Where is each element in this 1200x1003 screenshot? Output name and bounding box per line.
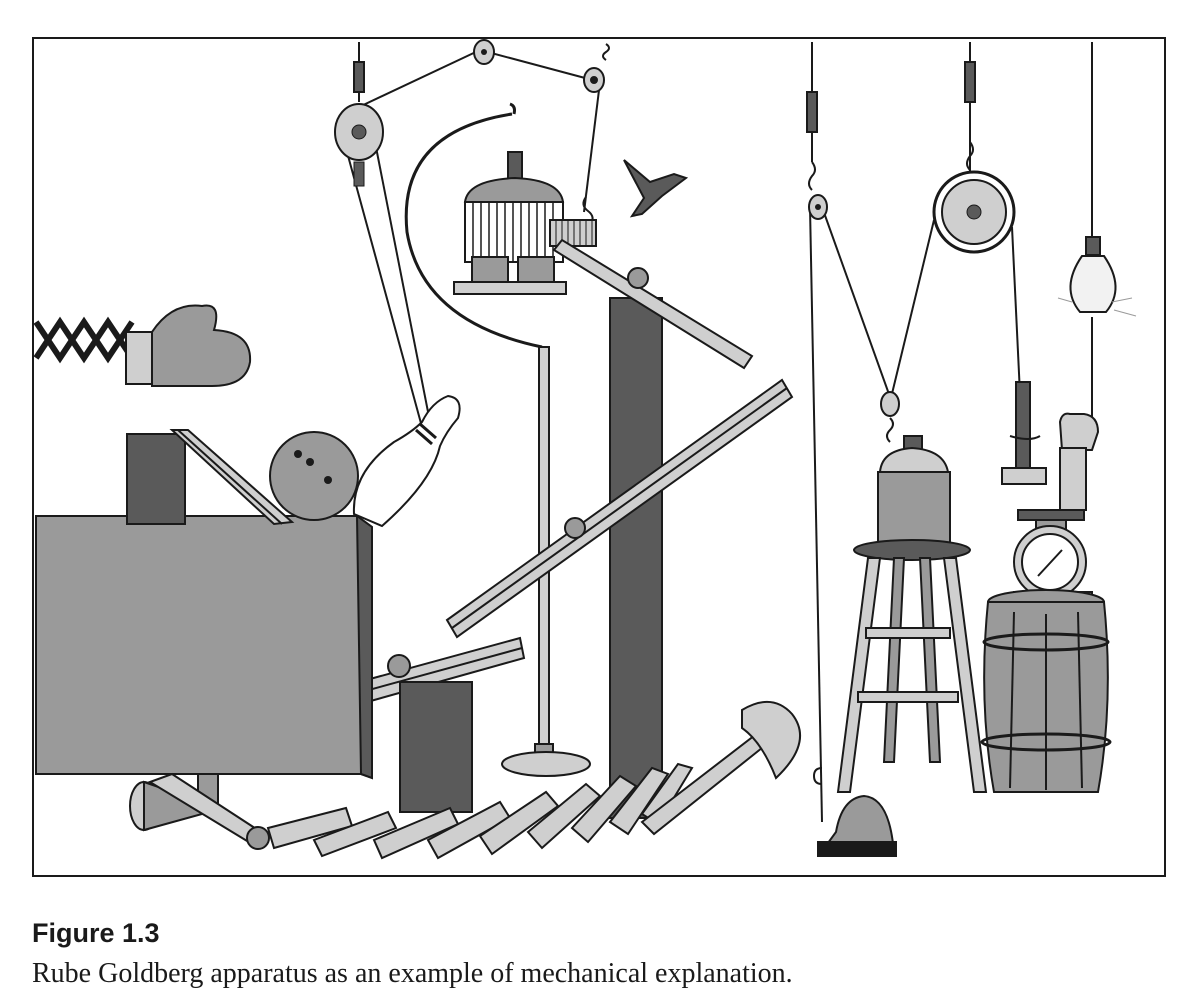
- mechanical-hand: [1058, 412, 1100, 511]
- tilted-board: [552, 238, 754, 370]
- tall-post: [609, 297, 663, 819]
- bird-cage: [453, 151, 597, 295]
- pulley-wheel-left: [334, 103, 384, 187]
- axe: [640, 701, 801, 836]
- upper-ball-track: [445, 378, 794, 639]
- light-bulb: [1057, 236, 1137, 317]
- left-pulley-system: [346, 42, 601, 428]
- boxing-glove: [125, 304, 252, 387]
- figure-illustration: [32, 37, 1166, 877]
- barrel: [980, 589, 1112, 793]
- bowling-pin: [352, 394, 461, 528]
- figure-caption: Rube Goldberg apparatus as an example of…: [32, 958, 793, 989]
- dominoes: [266, 762, 694, 860]
- pulley-hook-top-right: [582, 43, 610, 226]
- scissor-arm: [34, 316, 135, 364]
- stool: [836, 539, 988, 793]
- jug: [877, 435, 951, 549]
- pulley-wheel-top: [473, 39, 495, 65]
- pulley-wheel-large: [932, 170, 1016, 254]
- funnel: [129, 772, 270, 850]
- pulley-wheel-jug: [880, 391, 900, 443]
- bowling-ball: [269, 431, 359, 521]
- middle-pulley-system: [806, 42, 1093, 823]
- pulley-wheel-small: [808, 194, 828, 220]
- hammer: [1001, 381, 1047, 485]
- table: [35, 514, 473, 813]
- cage-stand: [404, 102, 543, 349]
- figure-label: Figure 1.3: [32, 918, 160, 948]
- ramp-block: [126, 429, 295, 526]
- clothes-iron: [812, 767, 897, 857]
- rube-goldberg-drawing: [34, 39, 1137, 860]
- bird: [623, 159, 689, 218]
